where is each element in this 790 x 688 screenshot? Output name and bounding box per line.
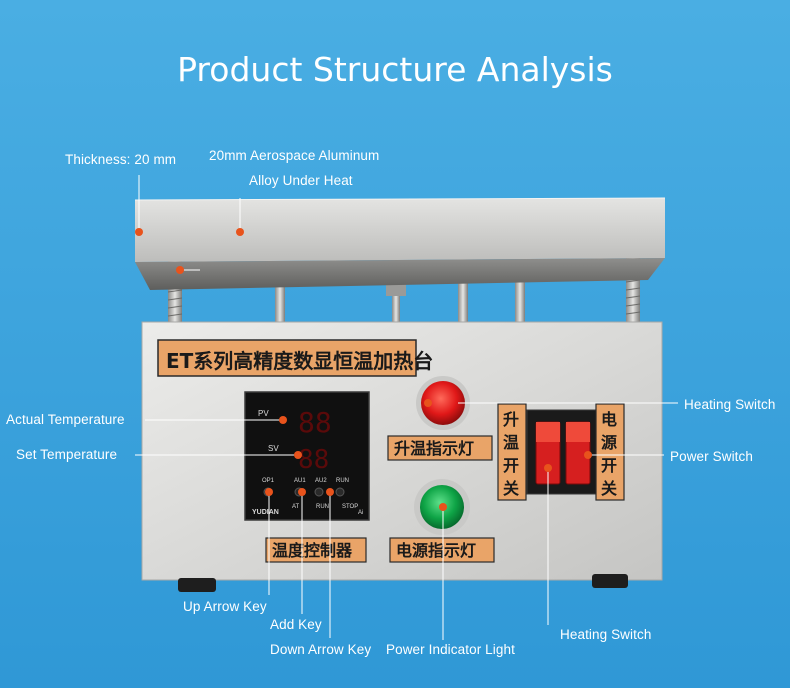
key-au2 [314, 487, 324, 497]
callout-down-arrow-key: Down Arrow Key [270, 642, 372, 657]
callout-power-switch: Power Switch [670, 449, 753, 464]
callout-markers [135, 228, 592, 511]
key-label-op1: OP1 [262, 478, 275, 484]
callout-power-indicator-light: Power Indicator Light [386, 642, 515, 657]
callout-actual-temperature: Actual Temperature [6, 412, 125, 427]
heat-indicator-sticker-text: 升温指示灯 [394, 439, 474, 458]
power-switch-char-1: 电 [601, 410, 617, 429]
key-label-au2: AU2 [315, 478, 327, 484]
nameplate-sticker: ET系列高精度数显恒温加热台 [157, 339, 433, 377]
callout-aluminum-line2: Alloy Under Heat [249, 173, 353, 188]
power-switch-char-4: 关 [601, 479, 617, 498]
marker-power-indicator [439, 503, 447, 511]
power-switch-char-2: 源 [601, 433, 617, 452]
power-indicator-sticker [389, 537, 495, 563]
controller-sticker-text: 温度控制器 [271, 541, 353, 560]
callout-up-arrow-key: Up Arrow Key [183, 599, 267, 614]
heat-switch-sticker [497, 403, 527, 501]
pv-display: 88 [298, 406, 332, 439]
sv-display: 88 [298, 445, 329, 475]
heat-switch-char-2: 温 [502, 433, 519, 452]
marker-up-arrow-key [265, 488, 273, 496]
heat-indicator-sticker [387, 435, 493, 461]
power-switch-sticker [595, 403, 625, 501]
key-label-run-top: RUN [336, 478, 349, 484]
key-label-au1: AU1 [294, 478, 306, 484]
callout-aluminum-line1: 20mm Aerospace Aluminum [209, 148, 380, 163]
heating-plate [134, 197, 666, 290]
sv-label: SV [268, 444, 279, 453]
heat-switch-char-4: 关 [503, 479, 519, 498]
callout-add-key: Add Key [270, 617, 322, 632]
heating-indicator-lamp [416, 376, 470, 430]
marker-add-key [298, 488, 306, 496]
nameplate-text: ET系列高精度数显恒温加热台 [166, 349, 433, 373]
callout-heating-switch-top: Heating Switch [684, 397, 776, 412]
marker-rod [176, 266, 184, 274]
marker-heating-switch-top [424, 399, 432, 407]
marker-actual-temperature [279, 416, 287, 424]
marker-down-arrow-key [326, 488, 334, 496]
key-label-run: RUN [316, 504, 329, 510]
temperature-controller: PV 88 SV 88 OP1 AU1 AU2 RUN AT RUN STOP … [244, 391, 370, 521]
marker-set-temperature [294, 451, 302, 459]
callout-thickness: Thickness: 20 mm [65, 152, 177, 167]
marker-thickness [135, 228, 143, 236]
key-label-stop: STOP [342, 504, 358, 510]
marker-heating-switch-bottom [544, 464, 552, 472]
controller-sticker [265, 537, 367, 563]
key-label-at: AT [292, 504, 300, 510]
callout-lines [135, 175, 678, 640]
heat-switch-char-3: 开 [503, 456, 519, 475]
power-switch-char-3: 开 [601, 456, 617, 475]
marker-power-switch [584, 451, 592, 459]
page-title: Product Structure Analysis [177, 50, 613, 89]
key-run [335, 487, 345, 497]
callout-set-temperature: Set Temperature [16, 447, 118, 462]
controller-brand: YUDIAN [252, 509, 279, 516]
rocker-switches [526, 409, 598, 495]
power-indicator-sticker-text: 电源指示灯 [396, 541, 476, 560]
callout-heating-switch-bottom: Heating Switch [560, 627, 652, 642]
marker-aluminum [236, 228, 244, 236]
controller-corner-mark: Ai [358, 510, 363, 516]
pv-label: PV [258, 409, 269, 418]
heat-switch-char-1: 升 [503, 410, 519, 429]
